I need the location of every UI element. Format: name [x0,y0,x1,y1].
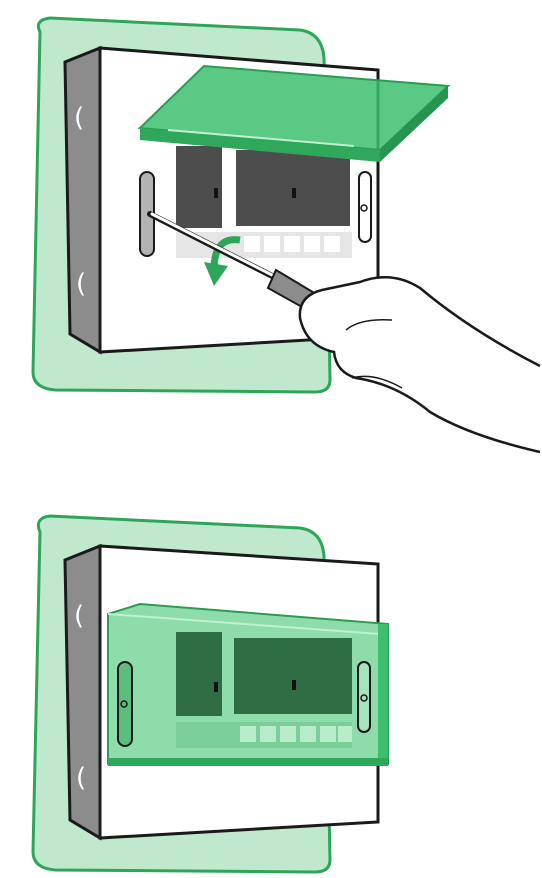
cover-closed [107,602,389,766]
breaker-module-large [234,638,352,714]
terminal-blocks [244,236,340,252]
step-1-svg: ( ( [31,16,541,454]
hand-icon [298,276,541,454]
wall-clip-bottom: ( [76,763,86,793]
screw-icon [360,204,368,212]
hinge-right [358,171,372,243]
cover-open [137,64,451,162]
wall-clip-bottom: ( [76,269,86,299]
wall-clip-top: ( [74,601,84,631]
screw-icon [120,700,128,708]
box-side [63,543,102,841]
breaker-module-small [176,632,222,716]
step-2-illustration: ( ( [0,500,542,878]
step-1-illustration: ( ( [31,16,541,454]
hinge-right [357,661,371,733]
screw-icon [360,694,368,702]
wall-clip-top: ( [74,103,84,133]
box-side [63,45,102,355]
hinge-left [117,661,133,747]
step-2-svg: ( ( [31,514,389,874]
breaker-module-small [176,146,222,228]
